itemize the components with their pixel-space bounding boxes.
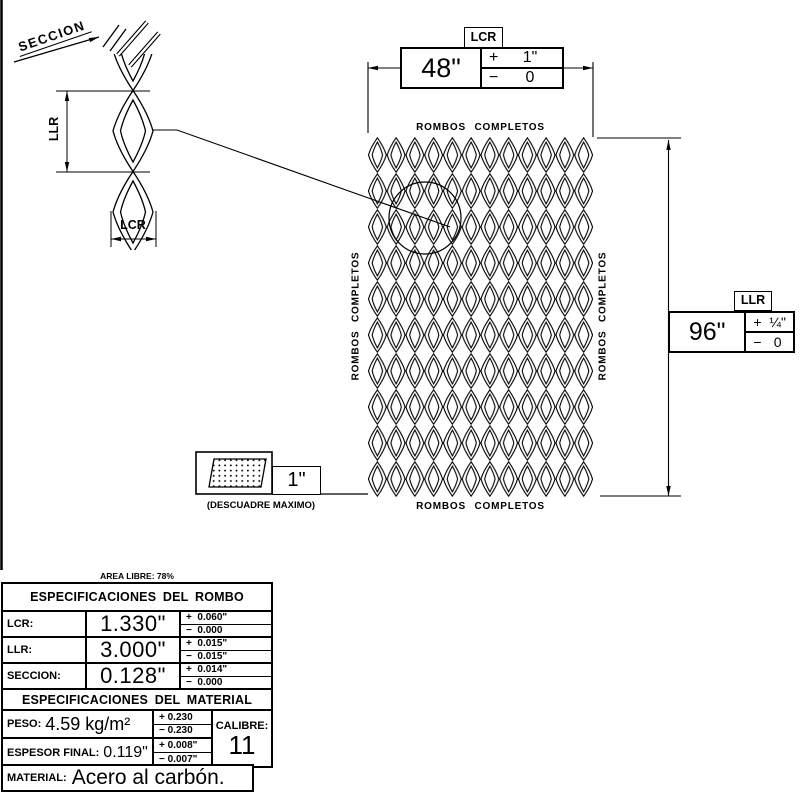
espesor-tolerance: + 0.008" − 0.007" [154, 739, 213, 766]
row-tolerance: + 0.014" − 0.000 [181, 664, 271, 688]
lcr-dim-label: LCR [120, 218, 146, 232]
rombo-table-title: ESPECIFICACIONES DEL ROMBO [30, 590, 244, 604]
section-cut-line [13, 36, 100, 63]
table-row-lcr: LCR: 1.330" + 0.060" − 0.000 [3, 610, 271, 636]
section-strand-tails [116, 20, 161, 68]
row-tolerance: + 0.015" − 0.015" [181, 638, 271, 662]
width-tol-plus: + 1" [482, 49, 562, 69]
section-cut-ticks [102, 24, 127, 52]
width-dim-box: 48" + 1" − 0 [400, 47, 564, 89]
area-libre-note: AREA LIBRE: 78% [100, 571, 174, 581]
height-dim-value: 96" [670, 313, 747, 351]
width-tol-minus: − 0 [489, 69, 535, 86]
leader-line [153, 129, 451, 228]
row-label: SECCION: [3, 664, 87, 688]
rombos-label-left: ROMBOS COMPLETOS [350, 251, 362, 381]
mesh-panel [368, 137, 593, 497]
section-view [13, 20, 451, 250]
calibre-cell: CALIBRE: 11 [215, 719, 269, 760]
height-tol-minus: − 0 [753, 334, 782, 350]
llr-dimension [56, 90, 150, 173]
height-tol-plus: + ¼" [746, 313, 793, 333]
rombos-label-bottom: ROMBOS COMPLETOS [416, 501, 545, 512]
table-row-seccion: SECCION: 0.128" + 0.014" − 0.000 [3, 662, 271, 688]
skew-symbol [195, 451, 368, 495]
llr-dim-label: LLR [47, 116, 61, 142]
peso-tolerance: + 0.230 − 0.230 [154, 711, 213, 739]
section-cut-arrow-icon [88, 37, 99, 43]
material-row: MATERIAL: Acero al carbón. [1, 764, 254, 792]
rombos-label-top: ROMBOS COMPLETOS [416, 122, 545, 133]
row-label: LCR: [3, 612, 87, 636]
width-dim-tag: LCR [464, 27, 503, 48]
material-table-grid: PESO: 4.59 kg/m² + 0.230 − 0.230 CALIBRE… [3, 709, 271, 766]
skew-caption: (DESCUADRE MAXIMO) [206, 500, 316, 511]
row-value: 1.330" [87, 611, 181, 636]
table-row-llr: LLR: 3.000" + 0.015" − 0.015" [3, 636, 271, 662]
height-dim-box: 96" + ¼" − 0 [668, 311, 795, 353]
rombos-label-right: ROMBOS COMPLETOS [597, 251, 609, 381]
row-label: LLR: [3, 638, 87, 662]
spec-table: ESPECIFICACIONES DEL ROMBO LCR: 1.330" +… [1, 582, 273, 768]
peso-cell: PESO: 4.59 kg/m² [3, 711, 154, 739]
espesor-cell: ESPESOR FINAL: 0.119" [3, 739, 154, 766]
row-value: 3.000" [87, 637, 181, 662]
lcr-dimension [110, 211, 157, 247]
detail-circle [388, 181, 462, 255]
skewed-panel-icon [208, 458, 267, 488]
row-value: 0.128" [87, 663, 181, 688]
skew-value-box: 1" [272, 466, 321, 495]
material-table-title: ESPECIFICACIONES DEL MATERIAL [3, 688, 271, 709]
width-dim-value: 48" [402, 49, 482, 87]
row-tolerance: + 0.060" − 0.000 [181, 612, 271, 636]
height-dim-tag: LLR [734, 291, 772, 311]
